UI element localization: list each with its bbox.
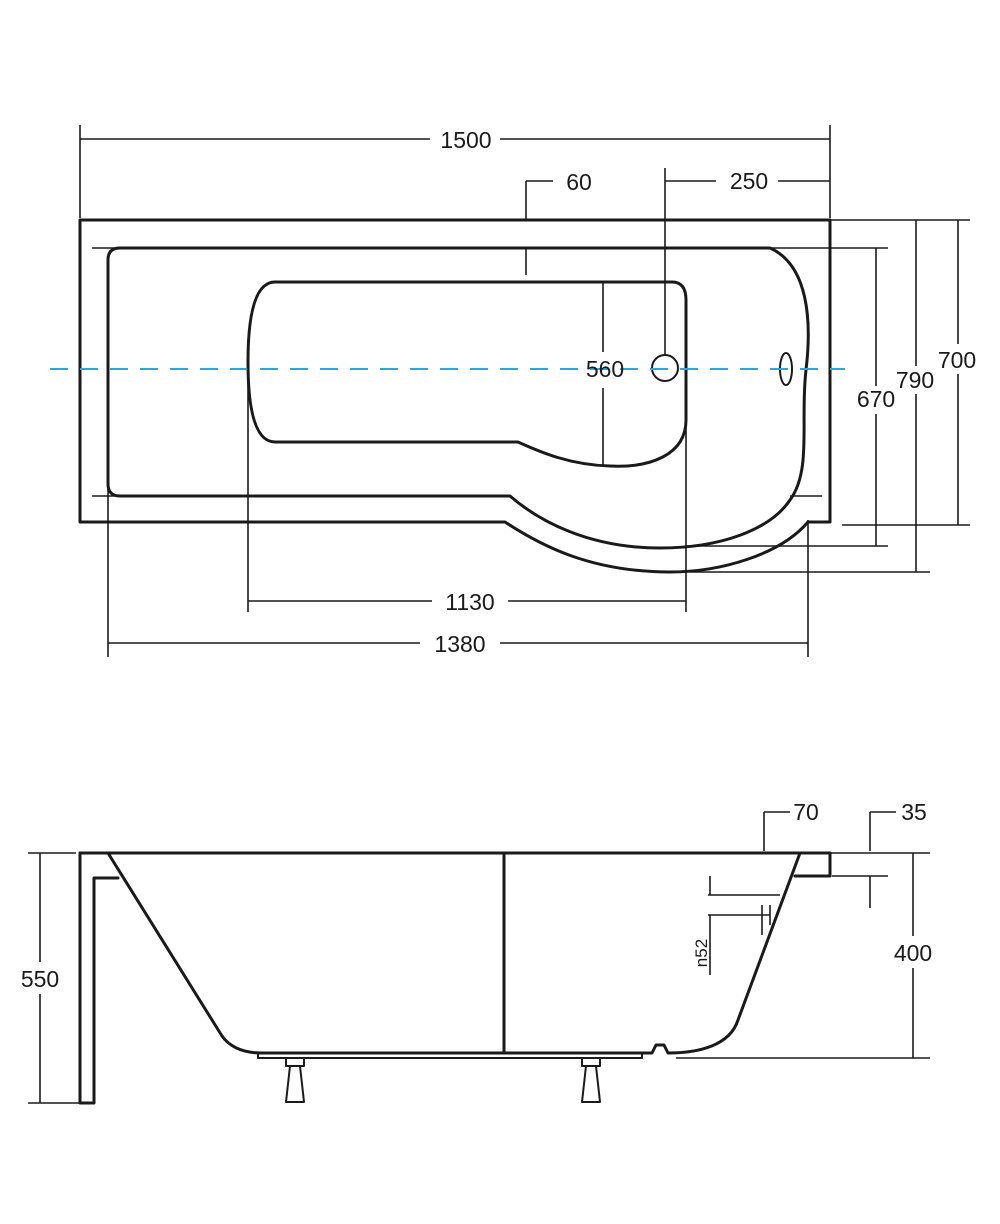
dim-1500-label: 1500 [440,127,491,153]
dim-560-label: 560 [586,356,624,382]
base-plate [257,1052,643,1059]
dim-670-label: 670 [857,386,895,412]
dim-width-max: 790 [690,219,970,573]
leg-right [581,1057,601,1103]
dim-edge: 35 [832,799,927,908]
front-panel [78,851,120,1105]
dim-35-label: 35 [901,799,927,825]
dim-700-label: 700 [938,347,976,373]
dim-790-label: 790 [896,367,934,393]
dim-inner-length: 1380 [107,484,809,657]
dim-inner-width-mid: 560 [586,282,624,466]
dim-drain-offset: 250 [664,168,830,355]
dim-overall-length: 1500 [79,125,831,218]
dim-70-label: 70 [793,799,819,825]
dim-width-min: 700 [842,220,976,526]
tub-inner-outline [106,246,810,550]
tub-body-profile [106,851,802,1055]
overflow-fitting [708,894,780,935]
dim-total-height: 550 [21,852,80,1104]
dim-250-label: 250 [730,168,768,194]
tub-outer-outline [78,218,832,574]
side-view: 550 400 70 35 n52 [21,799,932,1105]
rim-right-edge [793,851,832,878]
dim-bottom-length: 1130 [247,362,687,615]
dim-n52-label: n52 [692,939,711,967]
dim-1380-label: 1380 [434,631,485,657]
dim-rim-offset: 60 [525,169,592,275]
dim-overflow: n52 [692,876,711,975]
dim-60-label: 60 [566,169,592,195]
dim-550-label: 550 [21,966,59,992]
tub-floor-outline [246,280,688,468]
dim-depth: 400 [676,852,932,1059]
dim-rim-width: 70 [763,799,819,851]
dim-inner-width: 670 [92,247,895,547]
dim-400-label: 400 [894,940,932,966]
top-view: 1500 60 250 560 [50,125,976,657]
leg-left [285,1057,305,1103]
dim-1130-label: 1130 [445,589,494,615]
